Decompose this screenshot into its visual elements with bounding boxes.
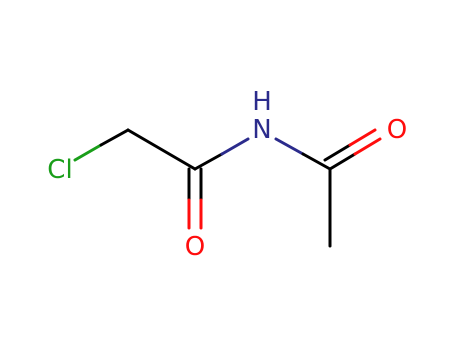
atom-label-o-carbonyl-1: O [185, 232, 205, 262]
bond-n-c3-c-half [301, 152, 332, 171]
bond-c2-n-c-half [193, 152, 224, 171]
bond-c2-n-n-half [220, 137, 250, 156]
atom-label-o-carbonyl-2: O [387, 115, 407, 145]
bond-c3-o2-line-a-c [328, 152, 357, 171]
bond-n-c3-n-half [274, 137, 305, 156]
atom-label-h: H [252, 87, 272, 117]
atom-labels-layer: Cl O N H O [47, 87, 407, 262]
bond-cl-c1-cl-half [73, 143, 103, 162]
bond-c3-o2-line-b-o [348, 128, 377, 147]
atom-label-n: N [252, 115, 271, 145]
bond-c3-o2-line-b-c [323, 143, 352, 162]
atom-label-cl: Cl [47, 155, 72, 185]
bond-c1-c2 [126, 128, 197, 171]
bond-cl-c1-c-half [99, 128, 130, 147]
bond-c3-o2-line-a-o [353, 137, 382, 156]
bonds-layer [73, 128, 382, 248]
